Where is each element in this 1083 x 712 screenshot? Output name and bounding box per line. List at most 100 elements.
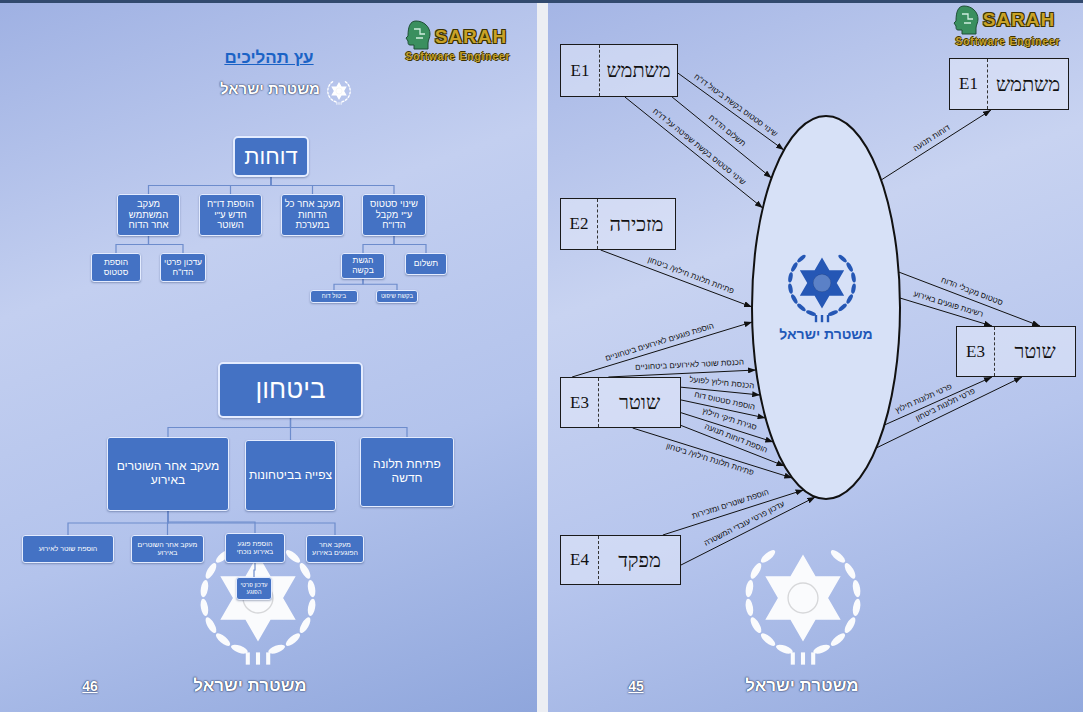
external-entity: משתמשE1 <box>949 58 1069 110</box>
node-label: הגשת בקשה <box>344 256 382 276</box>
logo-tagline: Software Engineer <box>406 51 511 62</box>
process-box: עדכון פרטי הדו"ח <box>160 253 206 282</box>
node-label: עדכון פרטי הדו"ח <box>163 258 203 278</box>
process-box: תשלום <box>405 253 447 275</box>
tree-connector <box>394 236 426 253</box>
process-box: מעקב אחר כל הדוחות במערכת <box>281 194 344 236</box>
process-box: צפייה בביטחונות <box>245 440 336 511</box>
node-label: ביטחון <box>256 375 326 405</box>
tree-connector <box>168 418 291 437</box>
node-label: בקשת שיפוט <box>381 293 413 300</box>
node-label: משטרת ישראל <box>779 326 872 342</box>
footer-name: משטרת ישראל <box>193 676 306 696</box>
node-label: דוחות <box>244 144 297 169</box>
page-title: עץ תהליכים <box>224 48 313 68</box>
entity-name: שוטר <box>994 327 1075 376</box>
entity-name: שוטר <box>598 378 680 427</box>
tree-connector <box>363 236 394 253</box>
process-box: עדכון פרטי הפוגע <box>236 577 272 600</box>
ellipse-fill <box>752 116 900 499</box>
organization-name: משטרת ישראל <box>220 80 320 97</box>
process-box: ביטול דוח <box>310 290 358 303</box>
police-emblem-watermark <box>199 548 316 665</box>
tree-connector <box>116 236 149 253</box>
node-label: מעקב אחר הפוגעים באירוע <box>309 541 361 557</box>
ellipse-outline <box>751 115 901 500</box>
process-box: הגשת בקשה <box>341 253 385 279</box>
data-flow-arrow <box>876 377 1022 448</box>
process-box: ביטחון <box>218 362 363 418</box>
police-emblem <box>788 254 857 323</box>
ellipse-outline <box>752 116 900 499</box>
tree-connector <box>363 279 397 290</box>
process-box: בקשת שיפוט <box>376 290 418 303</box>
page-number: 46 <box>82 678 98 694</box>
node-label: מעקב אחר כל הדוחות במערכת <box>284 199 341 232</box>
node-label: עדכון פרטי הפוגע <box>239 582 269 596</box>
tree-connector <box>334 279 363 290</box>
footer-name: משטרת ישראל <box>745 676 858 696</box>
tree-connector <box>168 511 335 535</box>
external-entity: מזכירהE2 <box>560 198 676 250</box>
process-box: מעקב אחר השוטרים באירוע <box>131 535 204 563</box>
node-label: צפייה בביטחונות <box>249 469 332 483</box>
external-entity: מפקדE4 <box>560 535 681 585</box>
process-box: דוחות <box>233 136 309 177</box>
data-flow-arrow <box>633 428 793 478</box>
logo-name: SARAH <box>435 26 508 48</box>
process-box: הוספת סטטוס <box>91 253 141 282</box>
tree-connector <box>149 177 272 194</box>
data-flow-arrow <box>601 250 752 307</box>
tree-connector <box>271 177 313 194</box>
system-ellipse: משטרת ישראל <box>751 115 901 500</box>
entity-code: E3 <box>957 327 994 376</box>
entity-name: משתמש <box>987 59 1068 109</box>
logo-name: SARAH <box>983 9 1056 31</box>
node-label: תשלום <box>414 259 438 269</box>
tree-connector <box>168 511 255 533</box>
node-label: מעקב המשתמש אחר הדוח <box>120 199 177 232</box>
node-label: פתיחת תלונה חדשה <box>363 458 451 486</box>
page-number: 45 <box>628 678 644 694</box>
entity-name: מפקד <box>598 536 680 584</box>
external-entity: שוטרE3 <box>956 326 1076 377</box>
data-flow-arrow <box>899 272 1040 326</box>
node-label: שינוי סטטוס ע"י מקבל הדו"ח <box>365 199 423 232</box>
entity-code: E1 <box>561 45 599 96</box>
process-box: מעקב אחר השוטרים באירוע <box>107 437 229 511</box>
tree-connector <box>291 418 408 437</box>
external-entity: משתמשE1 <box>560 44 678 97</box>
data-flow-arrow <box>608 370 756 377</box>
external-entity: שוטרE3 <box>560 377 681 428</box>
data-flow-arrow <box>572 322 752 377</box>
process-box: הוספת שוטר לאירוע <box>22 535 114 563</box>
node-label: הוספת פוגע באירוע נוכחי <box>228 540 282 556</box>
entity-code: E3 <box>561 378 598 427</box>
logo-icon <box>954 6 978 34</box>
tree-connector <box>271 177 394 194</box>
node-label: הוספת שוטר לאירוע <box>39 545 98 553</box>
process-box: מעקב אחר הפוגעים באירוע <box>306 535 364 563</box>
entity-code: E4 <box>561 536 598 584</box>
data-flow-arrow <box>881 110 991 180</box>
entity-code: E1 <box>950 59 987 109</box>
logo-tagline: Software Engineer <box>956 36 1061 47</box>
tree-connector <box>254 563 255 577</box>
node-label: מעקב אחר השוטרים באירוע <box>134 541 201 557</box>
process-box: הוספת דו"ח חדש ע"י השוטר <box>199 194 262 236</box>
entity-name: מזכירה <box>597 199 675 249</box>
entity-code: E2 <box>561 199 597 249</box>
tree-connector <box>149 236 184 253</box>
process-box: פתיחת תלונה חדשה <box>360 437 454 507</box>
node-label: מעקב אחר השוטרים באירוע <box>110 460 226 488</box>
process-box: הוספת פוגע באירוע נוכחי <box>225 533 285 563</box>
police-emblem <box>327 81 351 105</box>
police-emblem-watermark <box>744 548 861 665</box>
node-label: הוספת דו"ח חדש ע"י השוטר <box>202 199 259 232</box>
process-box: מעקב המשתמש אחר הדוח <box>117 194 180 236</box>
entity-name: משתמש <box>599 45 677 96</box>
process-box: שינוי סטטוס ע"י מקבל הדו"ח <box>362 194 426 236</box>
